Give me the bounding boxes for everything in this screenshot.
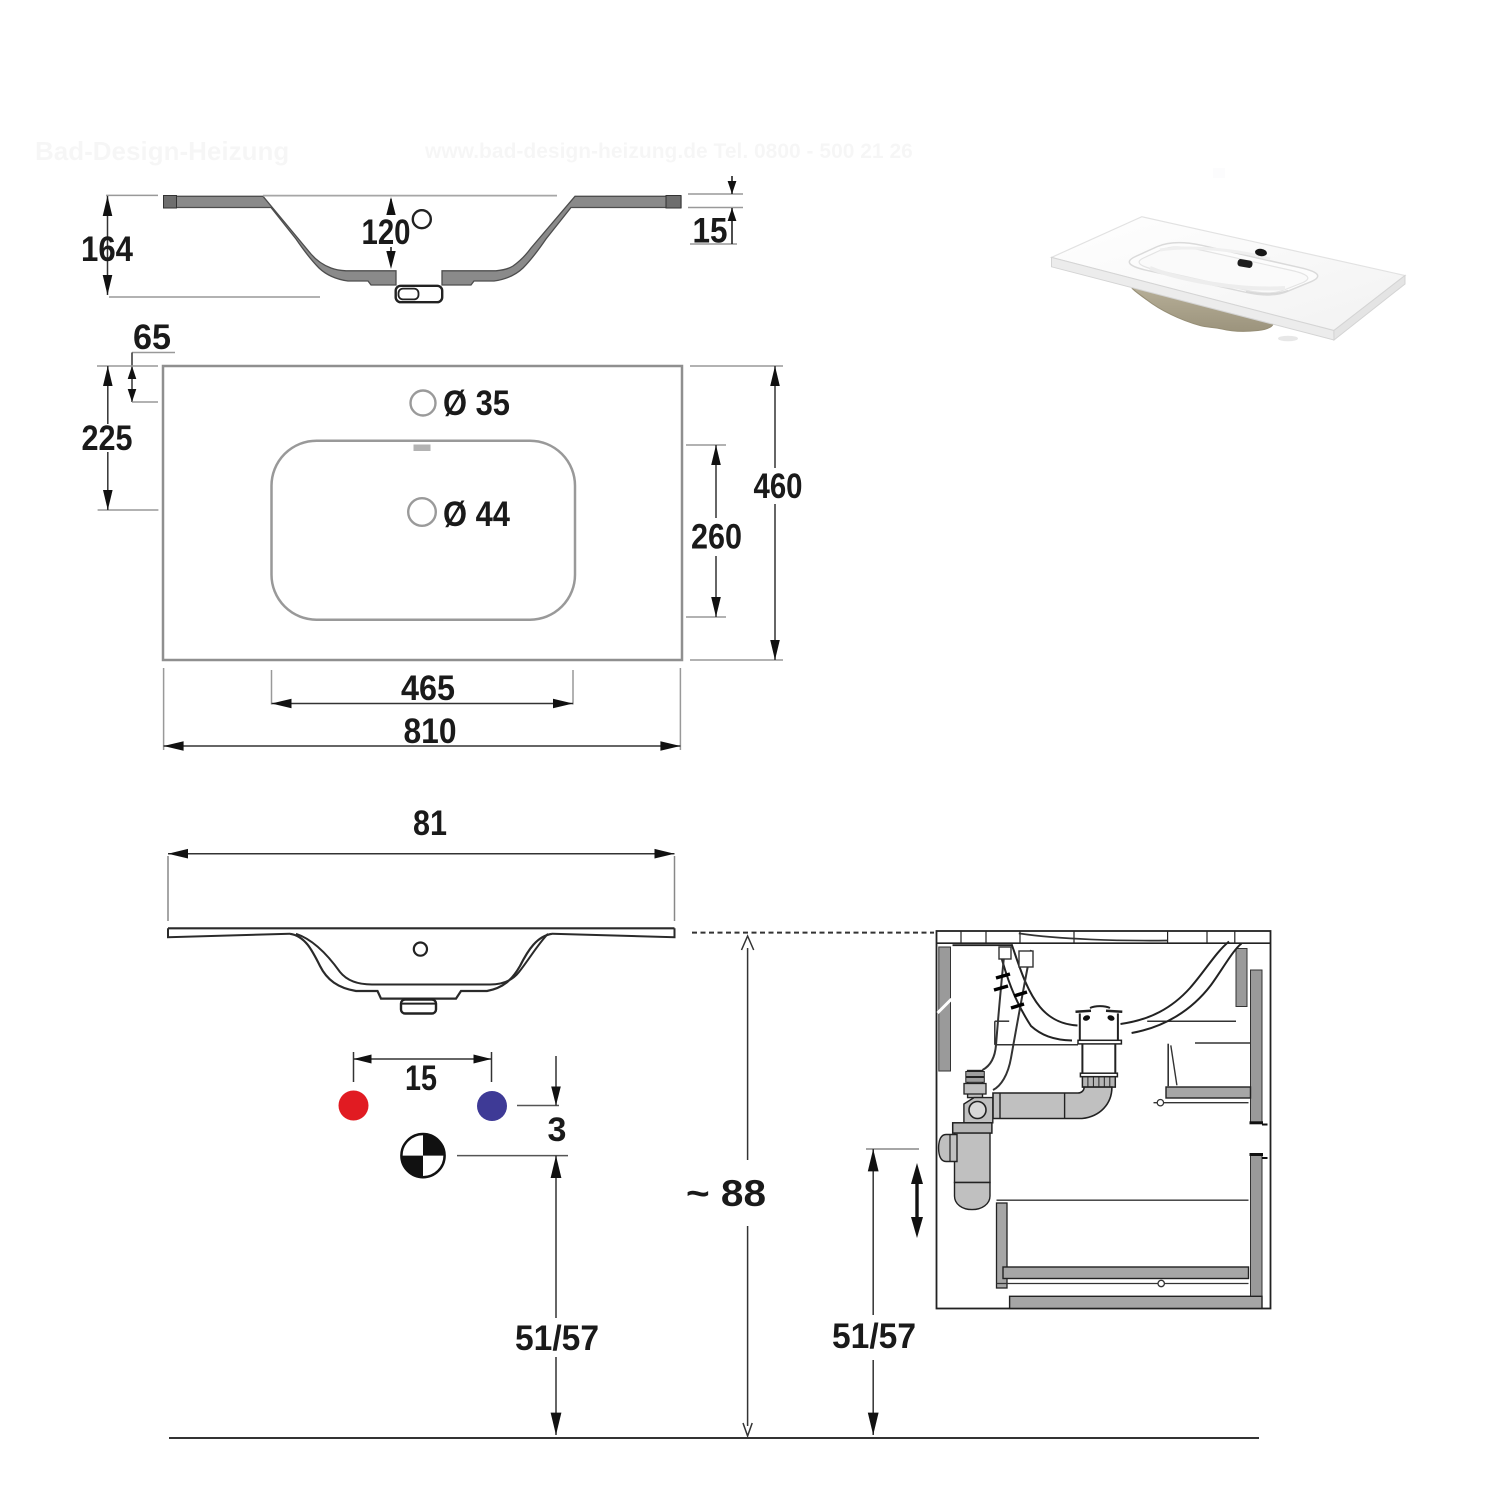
svg-text:120: 120 [362, 213, 411, 252]
svg-text:3: 3 [548, 1111, 567, 1149]
svg-text:460: 460 [754, 467, 803, 506]
svg-text:Bad-Design-Heizung: Bad-Design-Heizung [35, 136, 289, 166]
svg-text:164: 164 [81, 230, 133, 269]
svg-text:81: 81 [413, 804, 447, 843]
svg-text:~ 88: ~ 88 [686, 1173, 766, 1214]
svg-text:51/57: 51/57 [832, 1317, 916, 1356]
svg-text:260: 260 [691, 518, 742, 557]
svg-text:465: 465 [401, 669, 455, 708]
svg-text:51/57: 51/57 [515, 1319, 599, 1358]
svg-text:15: 15 [693, 212, 728, 251]
svg-text:225: 225 [82, 419, 133, 458]
svg-text:810: 810 [404, 712, 457, 751]
svg-text:Ø 35: Ø 35 [443, 384, 510, 423]
svg-text:65: 65 [133, 318, 171, 357]
svg-text:Ø 44: Ø 44 [443, 495, 510, 534]
svg-text:15: 15 [405, 1059, 437, 1098]
svg-text:www.bad-design-heizung.de Tel: www.bad-design-heizung.de Tel. 0800 - 50… [424, 140, 913, 163]
